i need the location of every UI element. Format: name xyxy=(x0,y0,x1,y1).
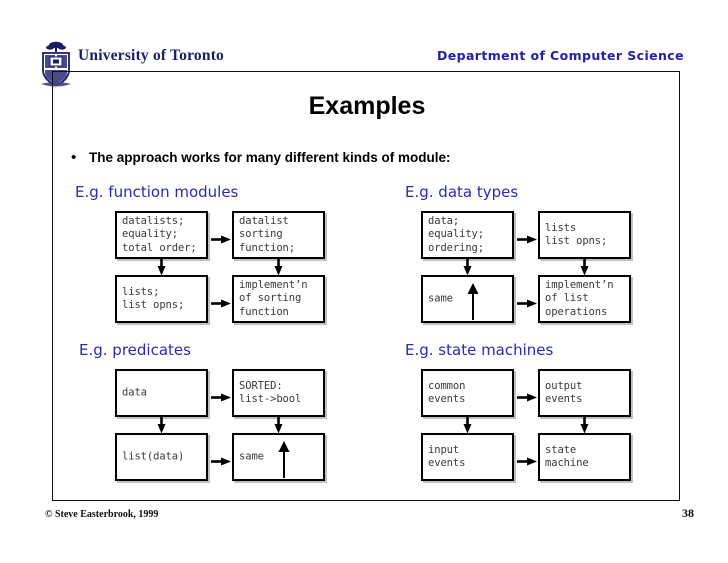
diagram-cell-bottom-left: lists; list opns; xyxy=(115,275,208,323)
diagram-cell-bottom-right: state machine xyxy=(538,433,631,481)
section-heading-function-modules: E.g. function modules xyxy=(75,183,239,201)
page-number: 38 xyxy=(682,506,694,520)
arrow-right-icon xyxy=(211,295,232,308)
arrow-right-icon xyxy=(211,231,232,244)
arrow-right-icon xyxy=(211,453,232,466)
arrow-down-icon xyxy=(580,258,589,276)
diagram-cell-text: datalist sorting function; xyxy=(239,214,295,254)
arrow-right-icon xyxy=(211,389,232,402)
diagram-cell-bottom-right: implement’n of list operations xyxy=(538,275,631,323)
copyright-notice: © Steve Easterbrook, 1999 xyxy=(45,509,159,520)
diagram-predicates: data SORTED: list->bool list(data) same xyxy=(115,369,343,481)
page-title: Examples xyxy=(308,92,426,120)
diagram-cell-text: datalists; equality; total order; xyxy=(122,214,197,254)
arrow-right-icon xyxy=(517,389,538,402)
diagram-cell-top-right: lists list opns; xyxy=(538,211,631,259)
diagram-cell-text: implement’n of list operations xyxy=(545,278,614,318)
diagram-cell-text: list(data) xyxy=(122,450,185,463)
arrow-up-icon xyxy=(278,438,290,478)
university-name: University of Toronto xyxy=(78,47,225,64)
diagram-cell-bottom-left: input events xyxy=(421,433,514,481)
diagram-cell-bottom-left: same xyxy=(421,275,514,323)
diagram-cell-text: SORTED: list->bool xyxy=(239,379,302,405)
bullet-item: • The approach works for many different … xyxy=(71,149,671,166)
diagram-cell-top-left: data xyxy=(115,369,208,417)
diagram-cell-text: output events xyxy=(545,379,583,405)
slide-header: University of Toronto Department of Comp… xyxy=(0,0,728,87)
diagram-cell-bottom-left: list(data) xyxy=(115,433,208,481)
diagram-cell-text: common events xyxy=(428,379,466,405)
diagram-cell-text: data; equality; ordering; xyxy=(428,214,484,254)
header-divider xyxy=(52,71,680,72)
arrow-right-icon xyxy=(517,453,538,466)
diagram-state-machines: common events output events input events… xyxy=(421,369,649,481)
diagram-cell-top-left: common events xyxy=(421,369,514,417)
arrow-down-icon xyxy=(463,258,472,276)
diagram-cell-text: data xyxy=(122,386,147,399)
diagram-cell-top-right: datalist sorting function; xyxy=(232,211,325,259)
bullet-marker-icon: • xyxy=(71,149,77,166)
diagram-cell-top-right: SORTED: list->bool xyxy=(232,369,325,417)
section-heading-state-machines: E.g. state machines xyxy=(405,341,554,359)
diagram-cell-top-left: data; equality; ordering; xyxy=(421,211,514,259)
arrow-down-icon xyxy=(274,416,283,434)
diagram-cell-text: state machine xyxy=(545,443,589,469)
diagram-cell-text: input events xyxy=(428,443,466,469)
department-name: Department of Computer Science xyxy=(436,48,684,63)
bullet-text: The approach works for many different ki… xyxy=(89,150,451,165)
diagram-cell-top-right: output events xyxy=(538,369,631,417)
arrow-down-icon xyxy=(157,416,166,434)
arrow-down-icon xyxy=(580,416,589,434)
arrow-right-icon xyxy=(517,295,538,308)
slide-content-frame: Examples • The approach works for many d… xyxy=(52,71,680,501)
arrow-down-icon xyxy=(274,258,283,276)
diagram-cell-text: same xyxy=(428,292,453,305)
arrow-down-icon xyxy=(157,258,166,276)
university-crest-icon xyxy=(38,40,74,88)
diagram-cell-text: implement’n of sorting function xyxy=(239,278,308,318)
diagram-cell-top-left: datalists; equality; total order; xyxy=(115,211,208,259)
diagram-function-modules: datalists; equality; total order; datali… xyxy=(115,211,343,323)
diagram-cell-bottom-right: implement’n of sorting function xyxy=(232,275,325,323)
diagram-cell-text: lists list opns; xyxy=(545,221,608,247)
diagram-cell-text: same xyxy=(239,450,264,463)
diagram-cell-bottom-right: same xyxy=(232,433,325,481)
arrow-right-icon xyxy=(517,231,538,244)
arrow-down-icon xyxy=(463,416,472,434)
diagram-cell-text: lists; list opns; xyxy=(122,285,185,311)
diagram-data-types: data; equality; ordering; lists list opn… xyxy=(421,211,649,323)
section-heading-data-types: E.g. data types xyxy=(405,183,519,201)
section-heading-predicates: E.g. predicates xyxy=(79,341,191,359)
arrow-up-icon xyxy=(467,280,479,320)
